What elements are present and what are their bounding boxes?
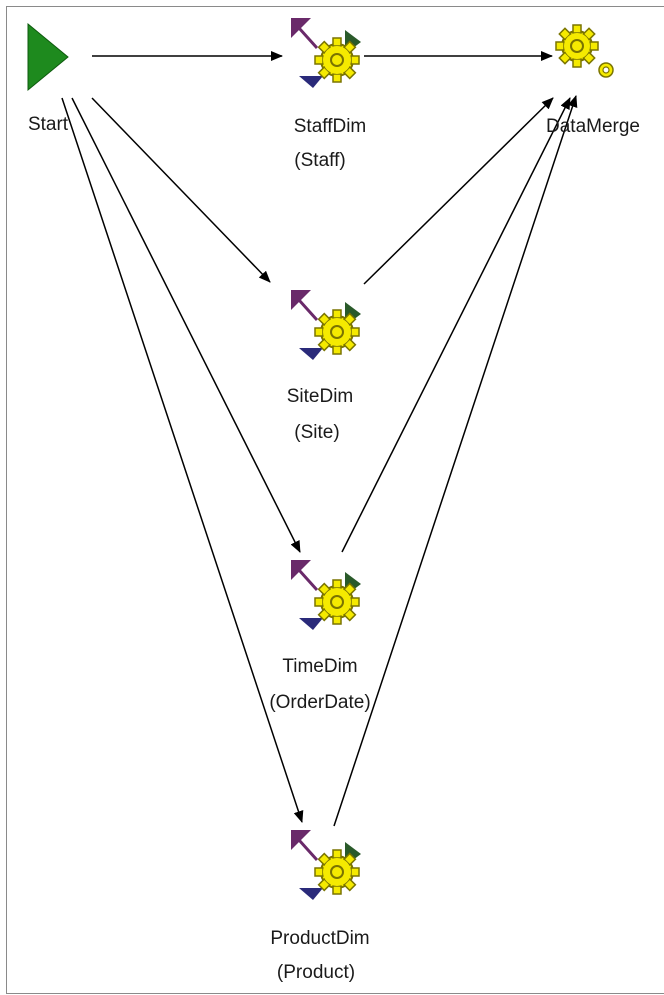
node-timedim-name: TimeDim xyxy=(282,656,358,677)
node-datamerge-label: DataMerge xyxy=(546,116,640,137)
node-timedim-sub: (OrderDate) xyxy=(269,692,371,713)
diagram-frame xyxy=(6,6,664,994)
edge-start-to-sitedim xyxy=(91,97,271,283)
node-productdim-name: ProductDim xyxy=(270,928,370,949)
node-staffdim-name: StaffDim xyxy=(293,116,367,137)
double-gear-icon xyxy=(555,24,614,78)
node-sitedim-sub: (Site) xyxy=(294,422,340,443)
gear-with-arrows-icon xyxy=(289,558,363,632)
play-triangle-icon xyxy=(27,22,69,92)
gear-with-arrows-icon xyxy=(289,288,363,362)
node-productdim-sub: (Product) xyxy=(276,962,356,983)
edge-productdim-to-datamerge xyxy=(333,95,578,827)
node-sitedim-name: SiteDim xyxy=(286,386,354,407)
edge-start-to-timedim xyxy=(71,97,301,553)
edge-timedim-to-datamerge xyxy=(341,97,571,553)
gear-with-arrows-icon xyxy=(289,16,363,90)
node-start-label: Start xyxy=(27,114,69,135)
node-staffdim-sub: (Staff) xyxy=(294,150,346,171)
edge-sitedim-to-datamerge xyxy=(363,97,554,285)
gear-with-arrows-icon xyxy=(289,828,363,902)
edge-start-to-productdim xyxy=(61,97,304,823)
